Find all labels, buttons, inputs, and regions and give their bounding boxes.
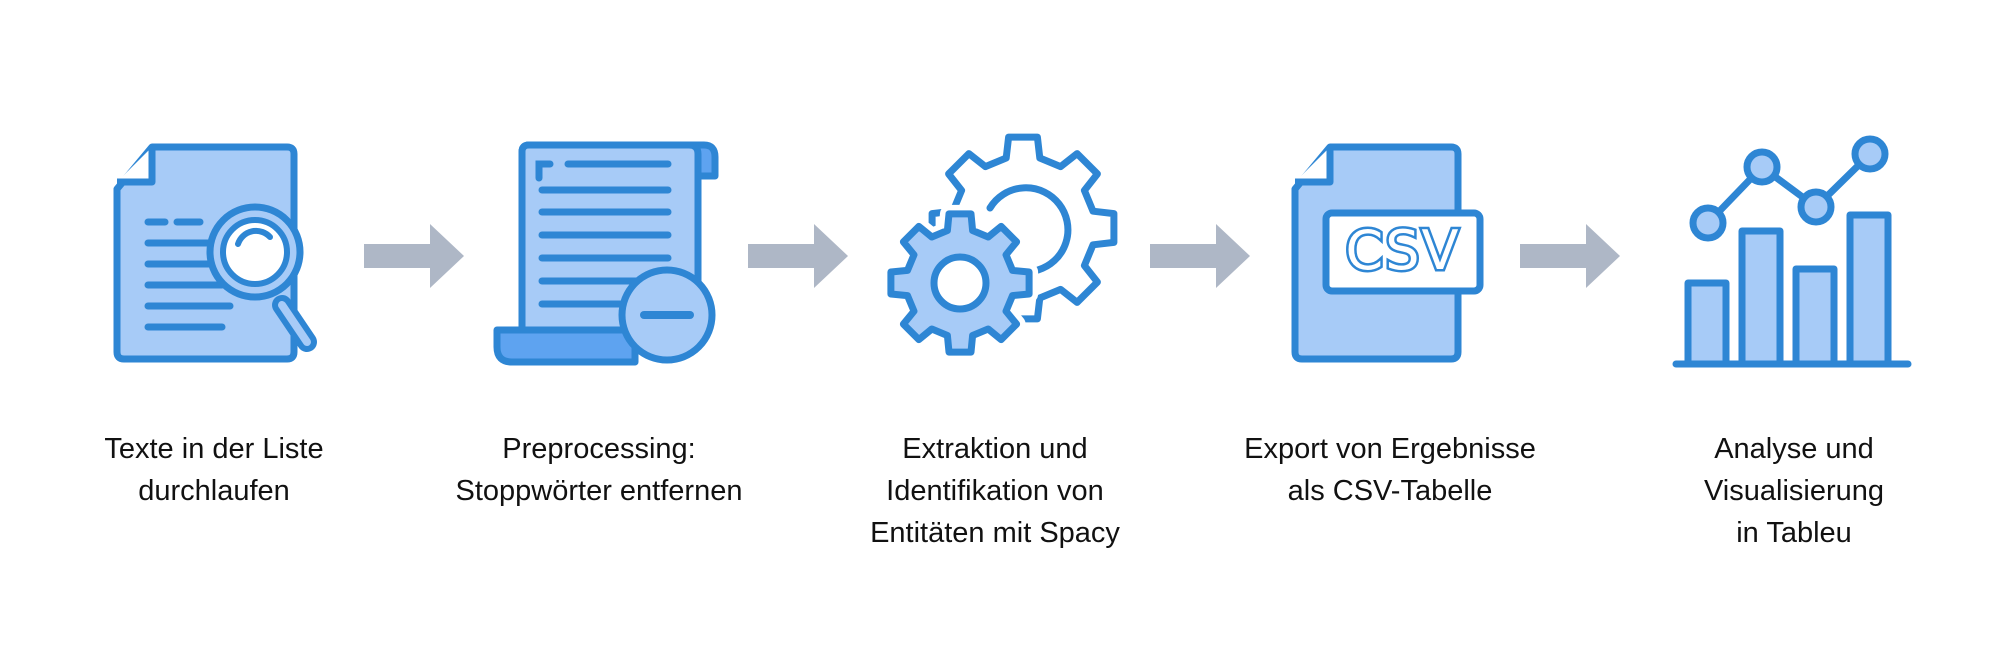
step-3-label: Extraktion und Identifikation von Entitä… [805, 428, 1185, 554]
step-2-label: Preprocessing: Stoppwörter entfernen [409, 428, 789, 512]
large-gear-inner-arc [986, 184, 1072, 274]
bar-line-chart-icon [1672, 135, 1912, 368]
gears-icon [881, 133, 1118, 362]
document-search-icon [113, 143, 317, 363]
step-2-label-line-2: Stoppwörter entfernen [455, 475, 743, 507]
step-5-label-line-3: in Tableu [1736, 517, 1852, 549]
step-4-label-line-2: als CSV-Tabelle [1287, 475, 1493, 507]
arrow-icon [364, 224, 464, 288]
scroll-remove-icon [493, 141, 719, 366]
step-5-label: Analyse und Visualisierung in Tableu [1604, 428, 1984, 554]
small-gear-hub [930, 253, 990, 313]
step-3-label-line-2: Identifikation von [886, 475, 1104, 507]
arrow-icon [1520, 224, 1620, 288]
arrow-icon [748, 224, 848, 288]
step-1-label: Texte in der Liste durchlaufen [24, 428, 404, 512]
step-3-label-line-3: Entitäten mit Spacy [870, 517, 1120, 549]
step-4-label: Export von Ergebnisse als CSV-Tabelle [1200, 428, 1580, 512]
step-5-label-line-2: Visualisierung [1703, 475, 1885, 507]
csv-file-icon: CSV [1291, 143, 1484, 363]
step-1-label-line-2: durchlaufen [138, 475, 290, 507]
csv-label: CSV [1346, 219, 1461, 282]
step-3-label-line-1: Extraktion und [902, 433, 1088, 465]
arrow-icon [1150, 224, 1250, 288]
step-5-label-line-1: Analyse und [1714, 433, 1874, 465]
step-2-label-line-1: Preprocessing: [502, 433, 696, 465]
step-4-label-line-1: Export von Ergebnisse [1244, 433, 1536, 465]
step-1-label-line-1: Texte in der Liste [104, 433, 324, 465]
